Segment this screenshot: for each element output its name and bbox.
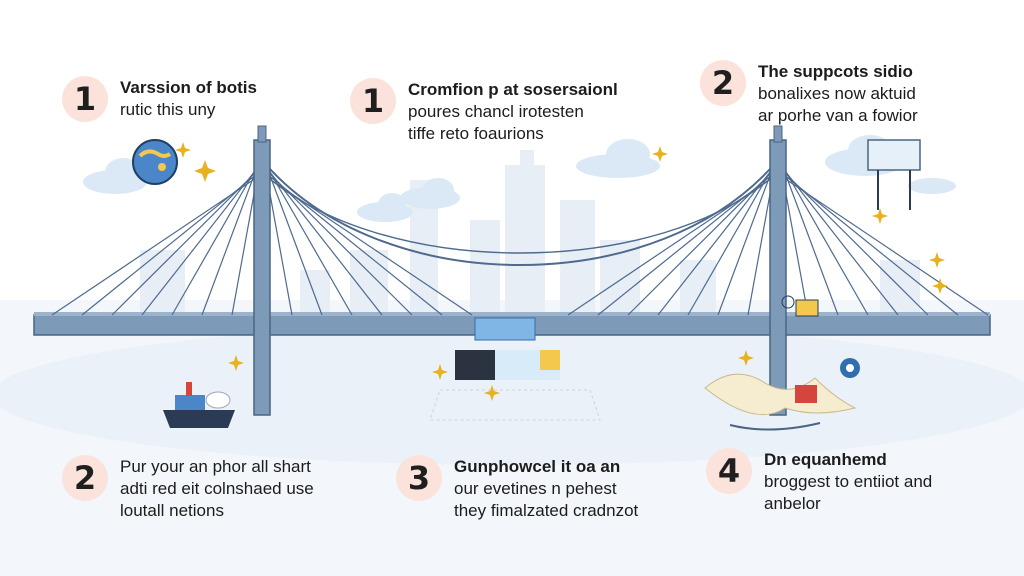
stay-cable: [777, 153, 839, 316]
step-line: bonalixes now aktuid: [758, 84, 916, 103]
document-card-icon: [429, 317, 601, 421]
step-line: poures chancl irotesten: [408, 102, 584, 121]
stay-cable: [261, 153, 323, 316]
step-heading: Dn equanhemd: [764, 450, 887, 469]
gear-icon: [840, 358, 860, 378]
step-text: Cromfion p at sosersaionl poures chancl …: [408, 78, 618, 145]
ship-icon: [163, 382, 235, 428]
step-line: rutic this uny: [120, 100, 216, 119]
step-text: The suppcots sidio bonalixes now aktuid …: [758, 60, 918, 127]
step-line: loutall netions: [120, 501, 224, 520]
drone-icon: [781, 295, 819, 317]
globe-icon: [132, 139, 178, 185]
step-block: 2 The suppcots sidio bonalixes now aktui…: [700, 60, 918, 127]
step-number-badge: 3: [396, 455, 442, 501]
stay-cable: [51, 173, 263, 316]
step-heading: Cromfion p at sosersaionl: [408, 80, 618, 99]
cloud-icon: [576, 139, 660, 178]
step-number-badge: 2: [700, 60, 746, 106]
left-tower: [253, 125, 271, 416]
step-number-badge: 2: [62, 455, 108, 501]
step-line: they fimalzated cradnzot: [454, 501, 639, 520]
cloud-icon: [83, 158, 147, 194]
step-text: Gunphowcel it oa an our evetines n pehes…: [454, 455, 638, 522]
step-number-badge: 1: [62, 76, 108, 122]
right-tower: [769, 125, 787, 416]
step-line: tiffe reto foaurions: [408, 124, 544, 143]
step-block: 1 Varssion of botis rutic this uny: [62, 76, 257, 122]
sparkle-icons: [175, 142, 948, 401]
cloud-icon: [908, 178, 956, 194]
step-heading: Gunphowcel it oa an: [454, 457, 621, 476]
step-text: Varssion of botis rutic this uny: [120, 76, 257, 121]
step-line: anbelor: [764, 494, 821, 513]
step-text: Dn equanhemd broggest to entiiot and anb…: [764, 448, 932, 515]
step-block: 1 Cromfion p at sosersaionl poures chanc…: [350, 78, 618, 145]
cloud-icon: [400, 178, 460, 209]
water-glow: [0, 325, 1024, 465]
stay-cable: [201, 153, 263, 316]
cloud-icon: [357, 193, 413, 222]
step-line: ar porhe van a fowior: [758, 106, 918, 125]
stay-cable: [717, 153, 779, 316]
step-line: Pur your an phor all shart: [120, 457, 311, 476]
step-block: 2 Pur your an phor all shart adti red ei…: [62, 455, 314, 522]
deck-rail: [34, 312, 990, 316]
stay-cable: [567, 173, 779, 316]
main-cable-secondary: [261, 171, 779, 254]
stay-cable: [777, 173, 989, 316]
wave-splash-icon: [704, 373, 857, 431]
step-heading: Varssion of botis: [120, 78, 257, 97]
step-block: 3 Gunphowcel it oa an our evetines n peh…: [396, 455, 638, 522]
step-heading: The suppcots sidio: [758, 62, 913, 81]
step-line: our evetines n pehest: [454, 479, 617, 498]
step-text: Pur your an phor all shart adti red eit …: [120, 455, 314, 522]
step-line: adti red eit colnshaed use: [120, 479, 314, 498]
step-block: 4 Dn equanhemd broggest to entiiot and a…: [706, 448, 932, 515]
step-number-badge: 4: [706, 448, 752, 494]
signboard-icon: [867, 139, 921, 210]
step-number-badge: 1: [350, 78, 396, 124]
step-line: broggest to entiiot and: [764, 472, 933, 491]
